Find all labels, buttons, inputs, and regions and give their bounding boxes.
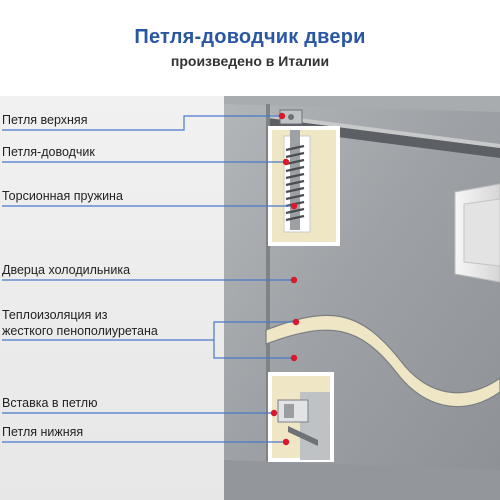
marker-torsion-spring xyxy=(290,202,298,210)
diagram-title: Петля-доводчик двери xyxy=(134,26,366,48)
leader-insulation xyxy=(2,321,296,341)
marker-insulation-bottom xyxy=(290,354,298,362)
marker-hinge-insert xyxy=(270,409,278,417)
callout-insulation-line2: жесткого пенополиуретана xyxy=(2,324,158,338)
door-handle xyxy=(454,183,500,283)
torsion-spring-drawing xyxy=(279,109,305,230)
callout-hinge-insert: Вставка в петлю xyxy=(2,396,98,410)
leader-insulation-branch xyxy=(213,340,294,359)
leader-top-hinge xyxy=(2,115,282,131)
marker-closer-hinge xyxy=(282,158,290,166)
leader-lines xyxy=(2,115,296,443)
cabinet-body xyxy=(224,96,500,500)
callout-torsion-spring: Торсионная пружина xyxy=(2,189,123,203)
callout-insulation-line1: Теплоизоляция из xyxy=(2,308,108,322)
callout-bottom-hinge: Петля нижняя xyxy=(2,425,84,439)
lower-hinge-housing xyxy=(268,372,334,462)
marker-bottom-hinge xyxy=(282,438,290,446)
callout-top-hinge: Петля верхняя xyxy=(2,113,88,127)
marker-dots xyxy=(270,112,300,446)
insulation-band xyxy=(265,314,500,408)
marker-top-hinge xyxy=(278,112,286,120)
diagram-subtitle: произведено в Италии xyxy=(170,53,330,69)
callout-fridge-door: Дверца холодильника xyxy=(2,263,131,277)
marker-insulation-top xyxy=(292,318,300,326)
upper-hinge-housing xyxy=(268,126,340,246)
marker-fridge-door xyxy=(290,276,298,284)
callout-closer-hinge: Петля-доводчик xyxy=(2,145,95,159)
